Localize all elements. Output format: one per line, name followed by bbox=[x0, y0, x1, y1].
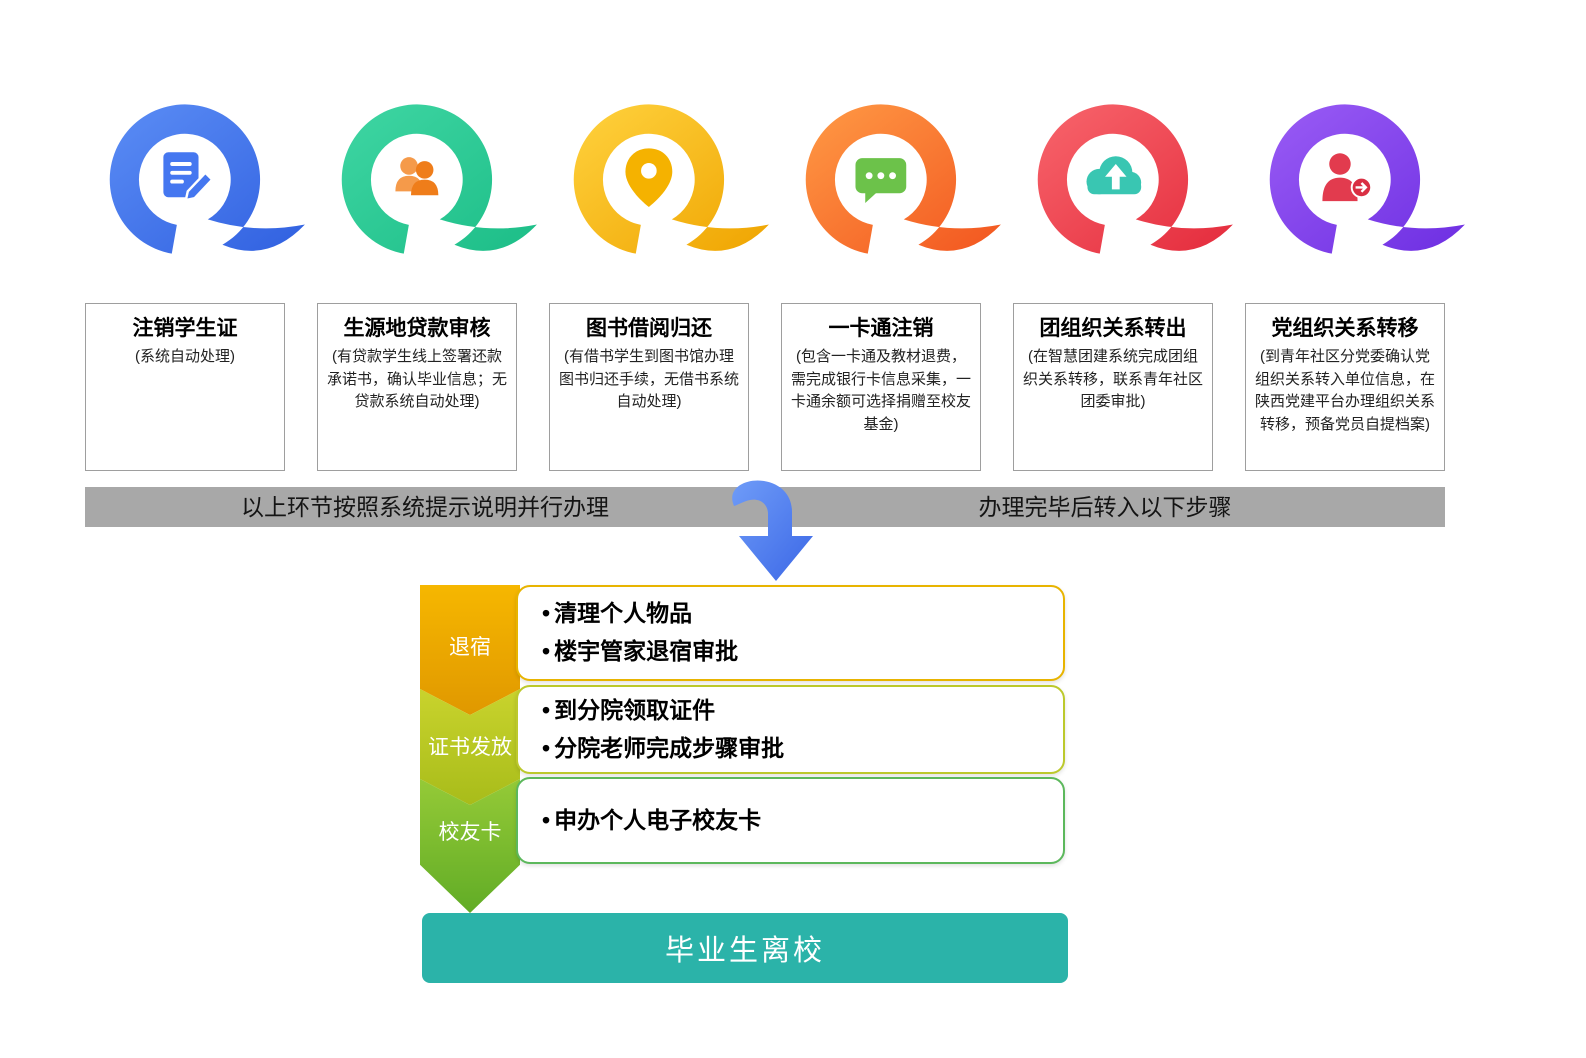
step-box: 团组织关系转出 (在智慧团建系统完成团组织关系转移，联系青年社区团委审批) bbox=[1013, 303, 1213, 471]
step-title: 团组织关系转出 bbox=[1039, 317, 1187, 340]
loop-ring bbox=[1269, 104, 1465, 254]
flow-box-certificate-issue: 到分院领取证件 分院老师完成步骤审批 bbox=[516, 685, 1065, 774]
person-transfer-icon bbox=[1322, 153, 1373, 202]
flow-item: 申办个人电子校友卡 bbox=[542, 802, 1039, 840]
loop-ring bbox=[341, 104, 537, 254]
location-pin-icon bbox=[625, 148, 673, 207]
chevron-checkout-dorm: 退宿 bbox=[420, 585, 520, 715]
loop-ring bbox=[573, 104, 769, 254]
step-desc: (在智慧团建系统完成团组织关系转移，联系青年社区团委审批) bbox=[1022, 348, 1203, 410]
step-column-league-transfer: 团组织关系转出 (在智慧团建系统完成团组织关系转移，联系青年社区团委审批) bbox=[1013, 82, 1233, 471]
step-column-library-return: 图书借阅归还 (有借书学生到图书馆办理图书归还手续，无借书系统自动处理) bbox=[549, 82, 769, 471]
loop-ring bbox=[109, 104, 305, 254]
graduate-leave-bar: 毕业生离校 bbox=[422, 913, 1068, 983]
down-arrow-icon bbox=[732, 480, 813, 581]
chevron-label: 证书发放 bbox=[428, 736, 512, 759]
flow-item: 楼宇管家退宿审批 bbox=[542, 633, 1039, 671]
step-desc: (系统自动处理) bbox=[135, 348, 235, 365]
step-title: 党组织关系转移 bbox=[1271, 317, 1419, 340]
chevron-label: 退宿 bbox=[449, 636, 491, 659]
step-title: 一卡通注销 bbox=[828, 317, 934, 340]
flow-chevrons: 退宿 证书发放 校友卡 bbox=[420, 585, 520, 913]
step-desc: (有贷款学生线上签署还款承诺书，确认毕业信息；无贷款系统自动处理) bbox=[326, 348, 507, 410]
loop-ring bbox=[805, 104, 1001, 254]
step-box: 生源地贷款审核 (有贷款学生线上签署还款承诺书，确认毕业信息；无贷款系统自动处理… bbox=[317, 303, 517, 471]
chat-message-icon bbox=[855, 158, 907, 204]
step-box: 注销学生证 (系统自动处理) bbox=[85, 303, 285, 471]
loop-ring bbox=[1037, 104, 1233, 254]
flow-boxes: 清理个人物品 楼宇管家退宿审批 到分院领取证件 分院老师完成步骤审批 申办个人电… bbox=[516, 585, 1065, 864]
flow-item: 到分院领取证件 bbox=[542, 692, 1039, 730]
banner-left-text: 以上环节按照系统提示说明并行办理 bbox=[241, 494, 609, 520]
step-column-party-transfer: 党组织关系转移 (到青年社区分党委确认党组织关系转入单位信息，在陕西党建平台办理… bbox=[1245, 82, 1465, 471]
step-box: 图书借阅归还 (有借书学生到图书馆办理图书归还手续，无借书系统自动处理) bbox=[549, 303, 749, 471]
footer-label: 毕业生离校 bbox=[664, 935, 825, 967]
step-title: 生源地贷款审核 bbox=[343, 317, 491, 340]
step-desc: (到青年社区分党委确认党组织关系转入单位信息，在陕西党建平台办理组织关系转移，预… bbox=[1254, 348, 1435, 433]
document-edit-icon bbox=[163, 152, 214, 202]
flow-item: 清理个人物品 bbox=[542, 595, 1039, 633]
banner: 以上环节按照系统提示说明并行办理 办理完毕后转入以下步骤 bbox=[85, 487, 1445, 527]
step-column-cancel-student-card: 注销学生证 (系统自动处理) bbox=[85, 82, 305, 471]
step-column-card-cancel: 一卡通注销 (包含一卡通及教材退费，需完成银行卡信息采集，一卡通余额可选择捐赠至… bbox=[781, 82, 1001, 471]
people-icon bbox=[395, 157, 439, 196]
step-title: 图书借阅归还 bbox=[586, 317, 712, 340]
step-title: 注销学生证 bbox=[132, 317, 238, 340]
steps-row: 注销学生证 (系统自动处理) 生源地贷款审核 (有贷款学生线上签署还款承诺 bbox=[85, 82, 1465, 471]
step-desc: (包含一卡通及教材退费，需完成银行卡信息采集，一卡通余额可选择捐赠至校友基金) bbox=[790, 348, 971, 433]
step-column-loan-review: 生源地贷款审核 (有贷款学生线上签署还款承诺书，确认毕业信息；无贷款系统自动处理… bbox=[317, 82, 537, 471]
cloud-upload-icon bbox=[1086, 156, 1142, 195]
step-box: 党组织关系转移 (到青年社区分党委确认党组织关系转入单位信息，在陕西党建平台办理… bbox=[1245, 303, 1445, 471]
step-desc: (有借书学生到图书馆办理图书归还手续，无借书系统自动处理) bbox=[558, 348, 739, 410]
step-box: 一卡通注销 (包含一卡通及教材退费，需完成银行卡信息采集，一卡通余额可选择捐赠至… bbox=[781, 303, 981, 471]
banner-right-text: 办理完毕后转入以下步骤 bbox=[978, 494, 1232, 520]
flow-box-alumni-card: 申办个人电子校友卡 bbox=[516, 777, 1065, 864]
flow-box-checkout-dorm: 清理个人物品 楼宇管家退宿审批 bbox=[516, 585, 1065, 681]
flow-item: 分院老师完成步骤审批 bbox=[542, 730, 1039, 768]
chevron-label: 校友卡 bbox=[438, 821, 502, 844]
